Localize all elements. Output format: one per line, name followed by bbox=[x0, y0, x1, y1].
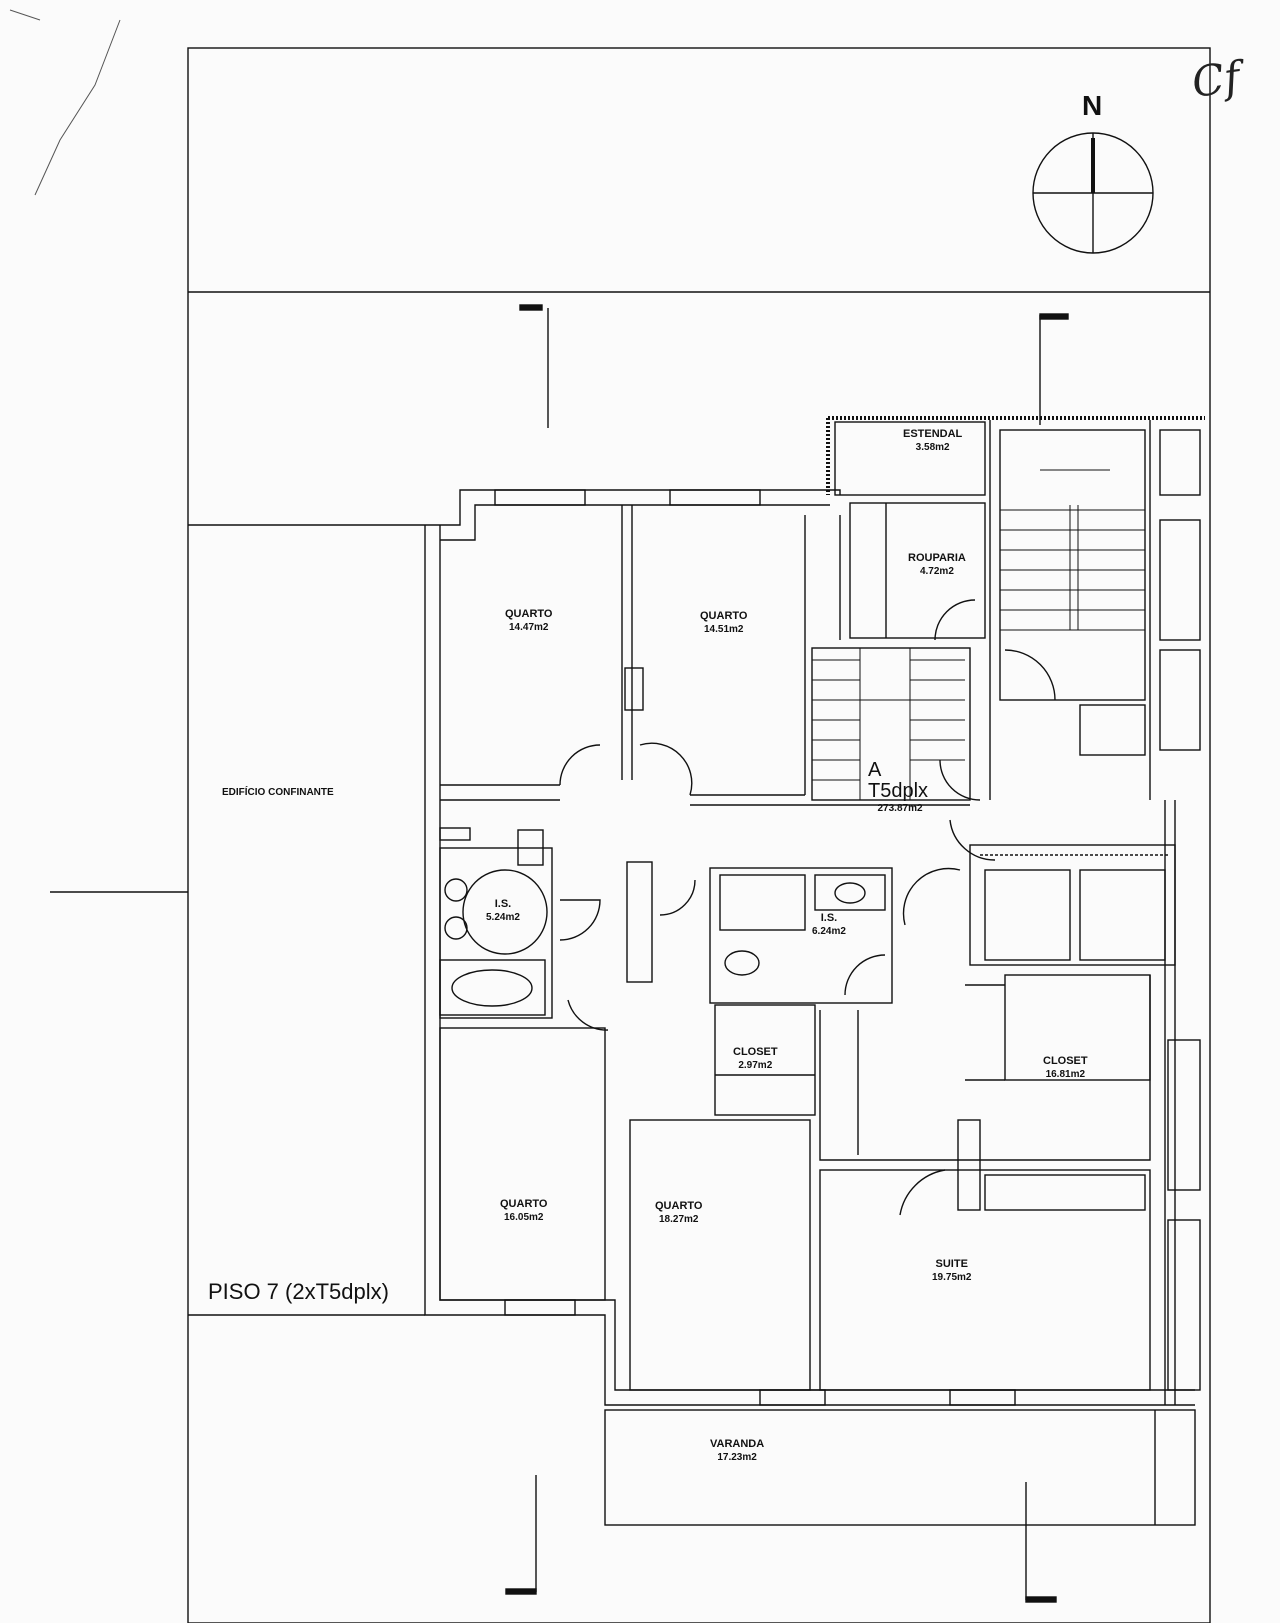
room-quarto-2: QUARTO 14.51m2 bbox=[700, 610, 747, 636]
room-name: ESTENDAL bbox=[903, 428, 963, 440]
room-area: 16.81m2 bbox=[1045, 1069, 1086, 1080]
room-name: CLOSET bbox=[1043, 1055, 1088, 1067]
room-closet-2: CLOSET 16.81m2 bbox=[1043, 1055, 1088, 1081]
room-suite: SUITE 19.75m2 bbox=[932, 1258, 971, 1284]
section-marker-bottom-right bbox=[1025, 1482, 1057, 1603]
room-rouparia: ROUPARIA 4.72m2 bbox=[908, 552, 966, 578]
site-boundary bbox=[187, 47, 1211, 1623]
room-quarto-1: QUARTO 14.47m2 bbox=[505, 608, 552, 634]
unit-letter: A bbox=[868, 759, 882, 781]
room-name: ROUPARIA bbox=[908, 552, 966, 564]
room-area: 14.51m2 bbox=[703, 624, 744, 635]
section-marker-bottom-left bbox=[505, 1475, 537, 1595]
section-marker-top-right bbox=[1039, 313, 1069, 425]
room-name: SUITE bbox=[935, 1258, 968, 1270]
room-area: 16.05m2 bbox=[503, 1212, 544, 1223]
room-name: VARANDA bbox=[710, 1438, 765, 1450]
room-is-2: I.S. 6.24m2 bbox=[812, 912, 846, 938]
north-arrow bbox=[1032, 132, 1154, 254]
room-area: 14.47m2 bbox=[508, 622, 549, 633]
unit-area: 273.87m2 bbox=[877, 803, 923, 814]
room-estendal: ESTENDAL 3.58m2 bbox=[903, 428, 962, 454]
room-is-1: I.S. 5.24m2 bbox=[486, 898, 520, 924]
room-area: 19.75m2 bbox=[932, 1272, 972, 1283]
room-quarto-3: QUARTO 16.05m2 bbox=[500, 1198, 547, 1224]
room-area: 2.97m2 bbox=[738, 1060, 773, 1071]
room-name: CLOSET bbox=[733, 1046, 778, 1058]
room-area: 5.24m2 bbox=[486, 912, 520, 923]
room-area: 4.72m2 bbox=[919, 566, 954, 577]
unit-label: A T5dplx 273.87m2 bbox=[868, 760, 928, 815]
room-name: QUARTO bbox=[500, 1198, 548, 1210]
room-closet-1: CLOSET 2.97m2 bbox=[733, 1046, 778, 1072]
north-label: N bbox=[1082, 90, 1103, 121]
section-marker-top-left bbox=[519, 304, 549, 428]
neighbor-building-label: EDIFÍCIO CONFINANTE bbox=[222, 787, 334, 798]
room-name: QUARTO bbox=[505, 608, 553, 620]
room-name: QUARTO bbox=[655, 1200, 703, 1212]
floor-title: PISO 7 (2xT5dplx) bbox=[208, 1279, 389, 1304]
room-name: QUARTO bbox=[700, 610, 748, 622]
room-area: 17.23m2 bbox=[717, 1452, 757, 1463]
room-varanda: VARANDA 17.23m2 bbox=[710, 1438, 764, 1464]
room-area: 3.58m2 bbox=[915, 442, 950, 453]
room-name: I.S. bbox=[820, 912, 838, 924]
room-area: 18.27m2 bbox=[658, 1214, 699, 1225]
room-area: 6.24m2 bbox=[812, 926, 846, 937]
room-quarto-4: QUARTO 18.27m2 bbox=[655, 1200, 702, 1226]
signature: Cf bbox=[1188, 51, 1243, 108]
unit-type: T5dplx bbox=[868, 780, 929, 802]
room-name: I.S. bbox=[494, 898, 512, 910]
